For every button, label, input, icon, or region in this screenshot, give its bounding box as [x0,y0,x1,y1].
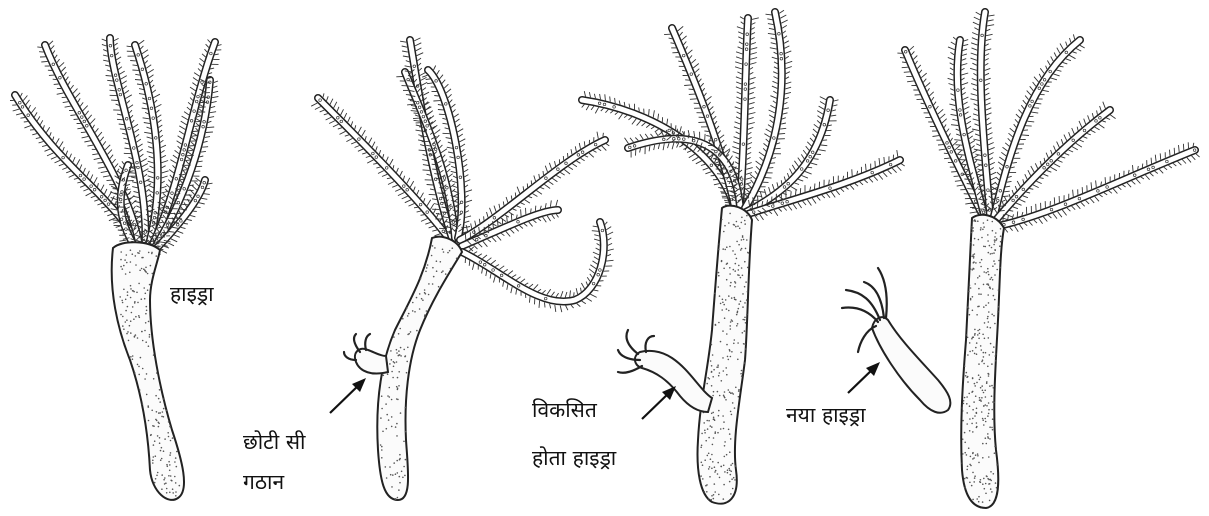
developing-bud [618,330,712,412]
small-bud [344,334,388,374]
label-developing-line1: विकसित [532,400,597,421]
stage-2-small-bud [311,38,614,500]
stage-1-tentacles [10,38,222,255]
label-hydra: हाइड्रा [170,284,214,305]
stage-2-body [377,237,462,500]
stage-4-tentacles [897,12,1199,232]
label-small-bud-line1: छोटी सी [243,432,306,453]
stage-3-body [698,206,752,504]
stage-3-tentacles [582,10,905,221]
label-small-bud-line2: गठान [243,472,284,493]
label-developing-line2: होता हाइड्रा [532,448,616,469]
stage-3-developing-bud [582,10,905,503]
stage-1-adult-hydra [10,38,222,500]
arrow-new-hydra [848,362,880,393]
stage-2-tentacles [311,38,614,312]
new-hydra [842,268,950,413]
arrow-developing-bud [642,386,676,419]
arrow-small-bud [330,378,366,413]
label-new-hydra: नया हाइड्रा [786,405,866,426]
stage-4-detached-new-hydra [842,12,1200,508]
stage-1-body [112,242,184,500]
